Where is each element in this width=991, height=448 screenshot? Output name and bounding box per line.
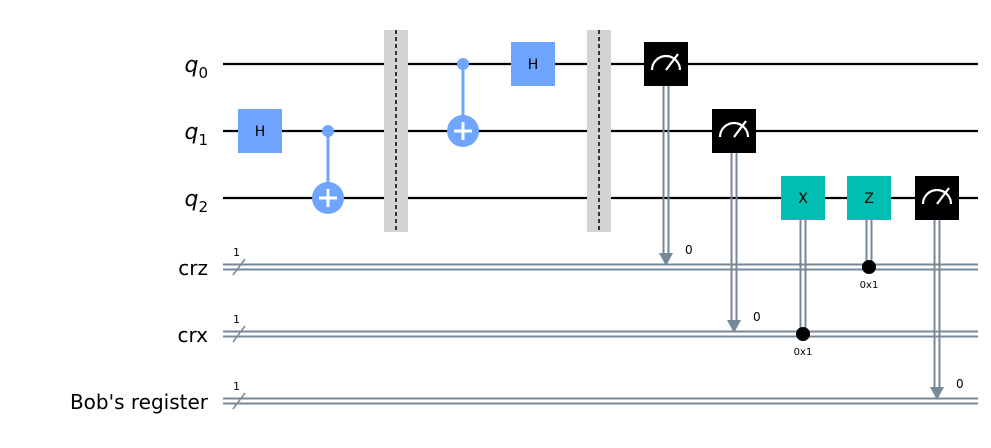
qubit-subscript: 1 [198,131,208,149]
measure-gate-q2: 0 [915,176,964,400]
measure-bit-label: 0 [956,377,964,391]
measure-box [644,42,688,86]
conditional-x-gate: 0x1 X [781,176,825,358]
hadamard-gate-q1: H [238,109,282,153]
creg-label-crx: crx [177,323,208,347]
qubit-label-q0: q0 [184,53,208,82]
measure-box [712,109,756,153]
creg-label-crz: crz [178,256,208,280]
measure-arrow-head [727,320,741,333]
measure-bit-label: 0 [753,310,761,324]
bus-slash-mark [232,325,246,343]
barrier1 [384,30,408,232]
measure-gate-q1: 0 [712,109,761,333]
meter-arc-icon [921,188,953,205]
meter-arc-icon [718,121,750,138]
conditional-z-gate-box [847,176,891,220]
bus-slash-mark [232,392,246,410]
hadamard-gate-q1-label: H [255,124,266,140]
meter-needle-icon [936,187,950,205]
meter-needle-icon [733,120,747,138]
cnot-gate-q0-q1 [447,58,479,147]
hadamard-gate-q0-label: H [528,57,539,73]
conditional-x-gate-box [781,176,825,220]
conditional-z-gate-label: Z [864,191,874,207]
cnot-gate-q1-q2 [312,125,344,214]
gates-layer: H H 0 0 0x1 X 0x1 Z 0 [238,30,964,400]
bus-slash-mark [232,258,246,276]
hadamard-gate-q0: H [511,42,555,86]
measure-arrow-head [930,387,944,400]
qubit-label-q2: q2 [184,187,208,216]
measure-gate-q0: 0 [644,42,693,266]
qubit-symbol: q [184,53,198,78]
hadamard-gate-q1-box [238,109,282,153]
meter-arc-icon [650,54,682,71]
condition-dot [796,327,810,341]
condition-dot [862,260,876,274]
qubit-symbol: q [184,187,198,212]
qubit-subscript: 2 [198,198,208,216]
control-dot [457,58,469,70]
qubit-symbol: q [184,120,198,145]
hadamard-gate-q0-box [511,42,555,86]
measure-arrow-head [659,253,673,266]
barrier2 [587,30,611,232]
qubit-label-q1: q1 [184,120,208,149]
bit-count-bob: 1 [233,380,240,393]
qubit-subscript: 0 [198,64,208,82]
measure-bit-label: 0 [685,243,693,257]
bit-count-crz: 1 [233,246,240,259]
bit-count-crx: 1 [233,313,240,326]
creg-label-bob: Bob's register [70,390,209,414]
conditional-x-gate-label: X [798,191,808,207]
conditional-z-gate: 0x1 Z [847,176,891,291]
measure-box [915,176,959,220]
meter-needle-icon [665,53,679,71]
condition-value-label: 0x1 [860,280,879,291]
control-dot [322,125,334,137]
condition-value-label: 0x1 [794,347,813,358]
